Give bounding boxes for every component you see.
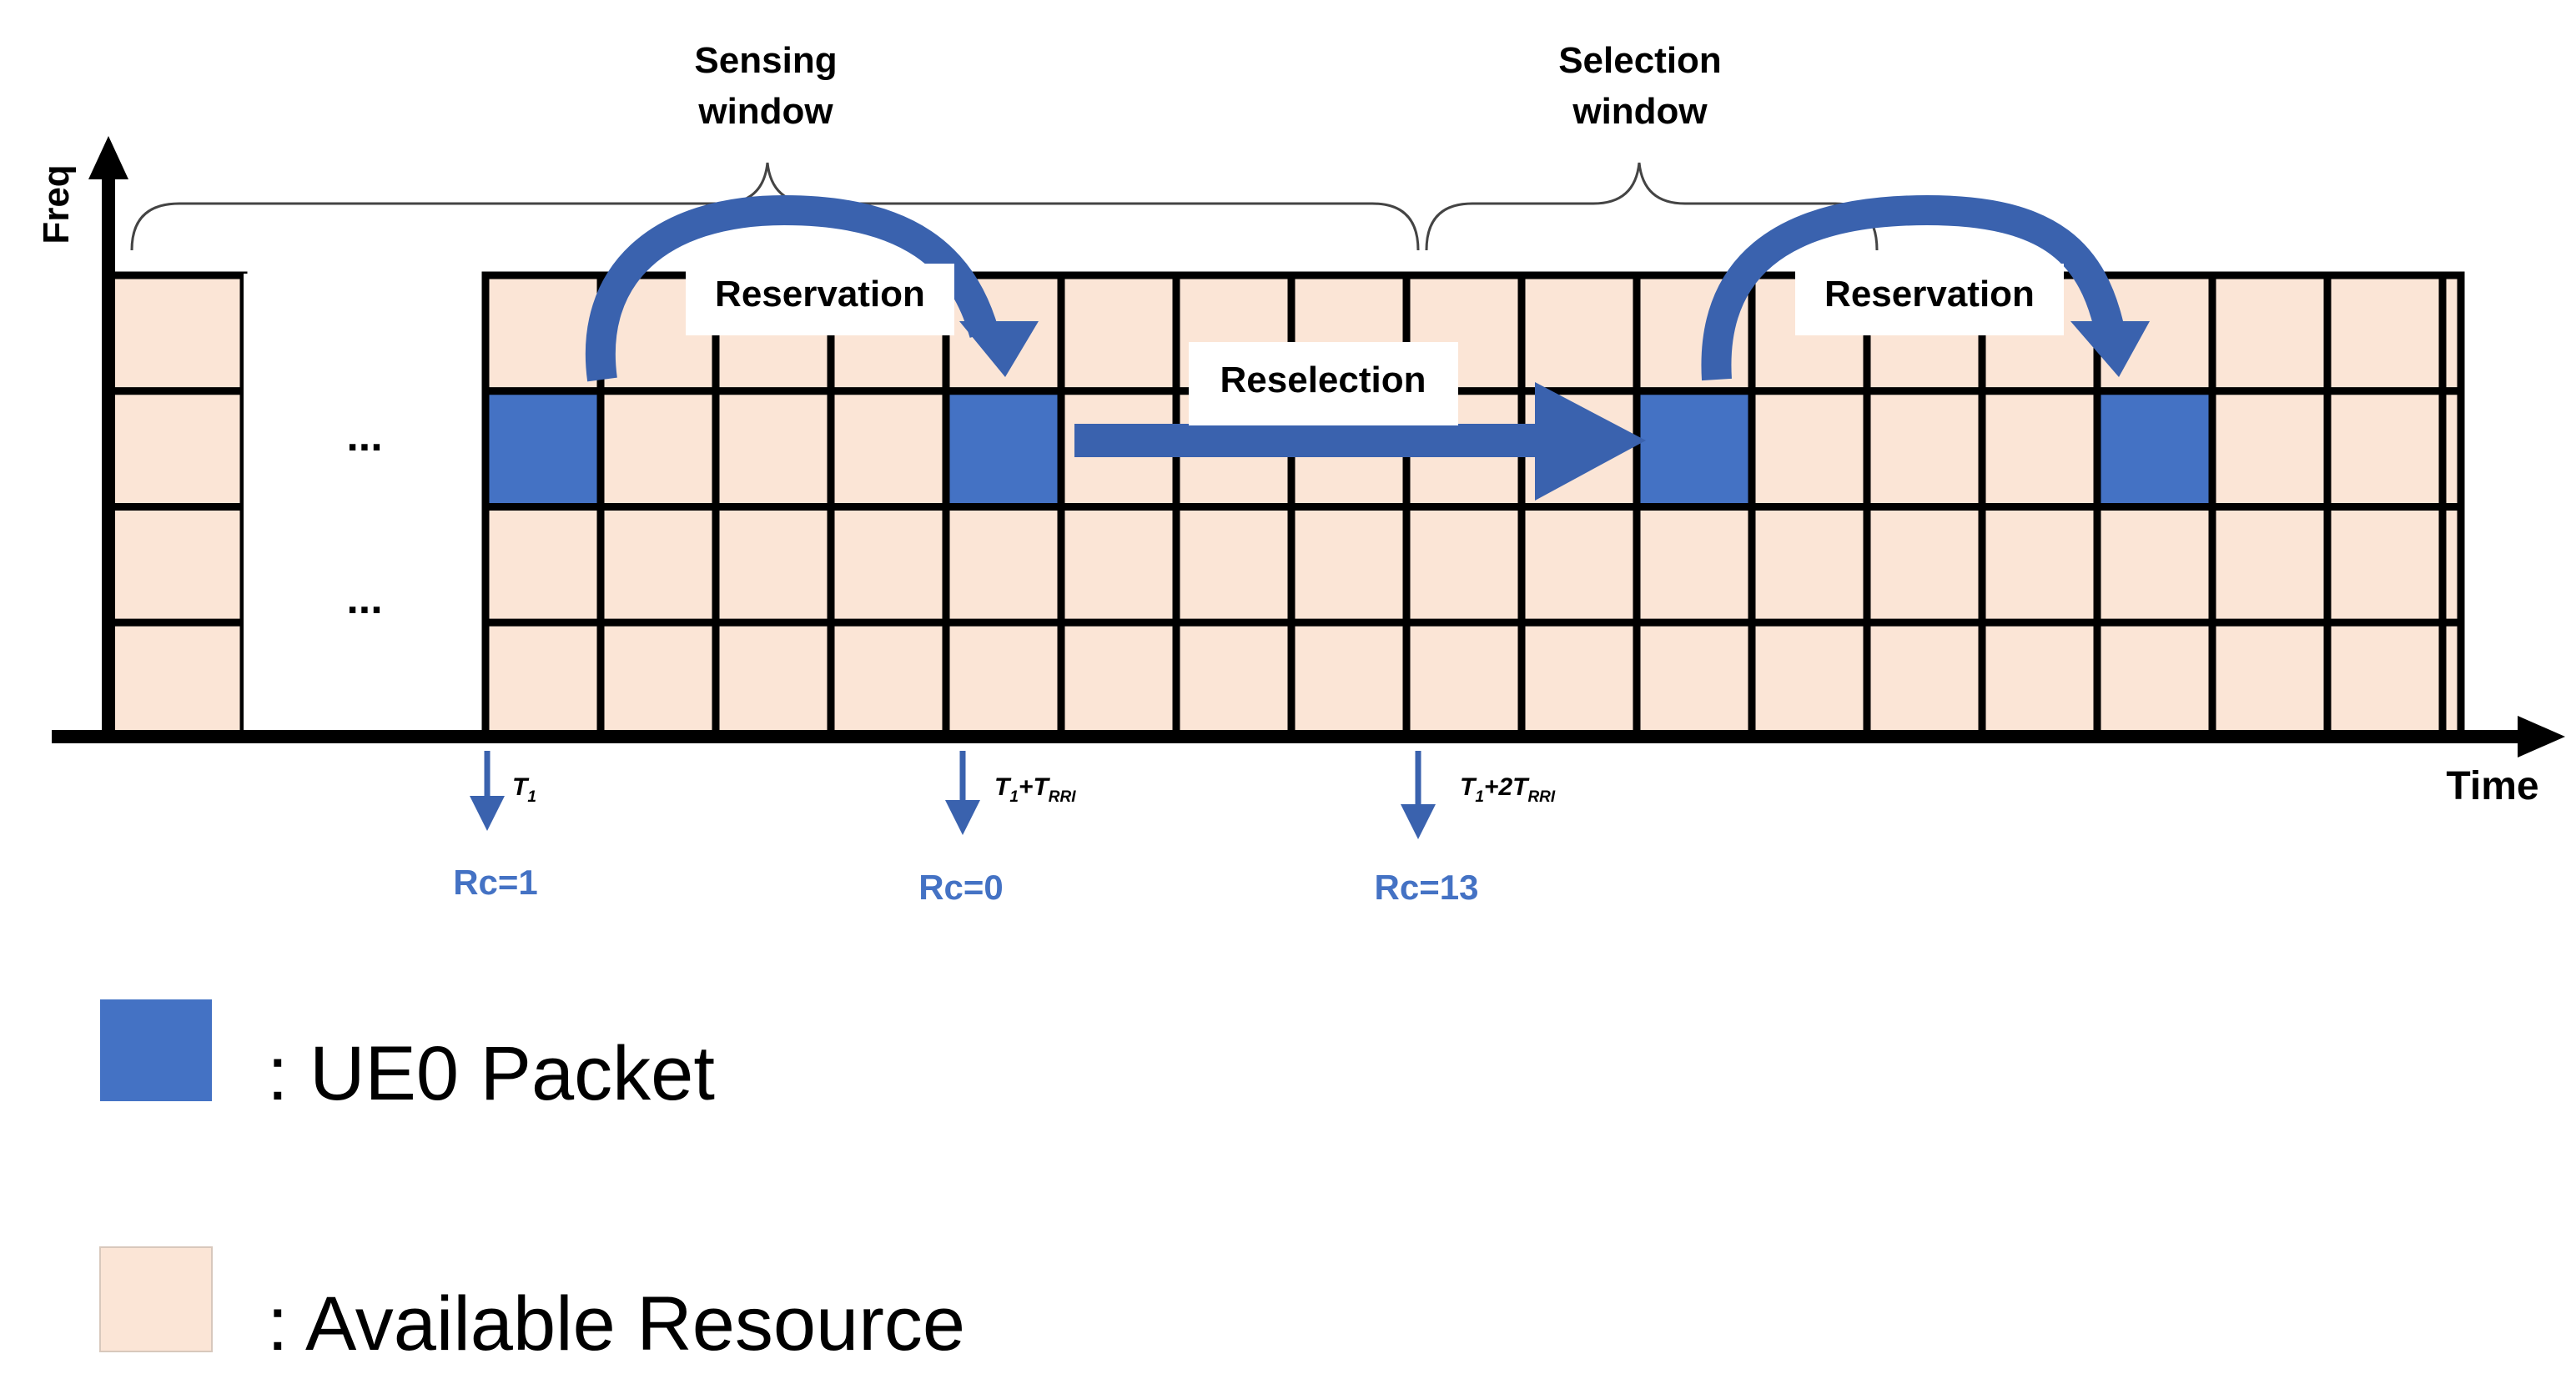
resource-cell [1748, 618, 1871, 742]
legend-ue0-text: : UE0 Packet [267, 1031, 715, 1116]
resource-cell [104, 503, 248, 627]
reservation-1-label-bg [686, 264, 954, 335]
resource-cell [2208, 387, 2332, 511]
ue0-packet-cell [942, 387, 1065, 511]
resource-cell [104, 618, 248, 742]
marker-t1-label: T1 [512, 773, 536, 806]
y-axis-label: Freq [36, 164, 77, 244]
marker-t1-trri: T1+TRRI Rc=0 [918, 751, 1076, 907]
resource-cell [1287, 618, 1411, 742]
resource-cell [1057, 618, 1180, 742]
marker-t1-2trri-rc: Rc=13 [1375, 868, 1479, 907]
resource-cell [596, 503, 720, 627]
reservation-arrow-2-head [2070, 321, 2150, 377]
resource-cell [1978, 387, 2101, 511]
reservation-arrow-2 [1701, 194, 2126, 381]
resource-cell [1863, 503, 1986, 627]
resource-cell [1517, 618, 1641, 742]
marker-t1-rc: Rc=1 [453, 863, 538, 902]
resource-cell [2208, 503, 2332, 627]
marker-t1-trri-label: T1+TRRI [994, 773, 1076, 806]
resource-cell [104, 271, 248, 395]
reservation-2-label-bg [1795, 264, 2064, 335]
resource-cell [712, 618, 835, 742]
reservation-1-label: Reservation [715, 274, 925, 315]
reservation-arrow-1-head [959, 321, 1039, 377]
resource-cell [2323, 387, 2447, 511]
resource-cell [1402, 503, 1526, 627]
marker-t1-2trri: T1+2TRRI Rc=13 [1375, 751, 1556, 907]
resource-cell [596, 618, 720, 742]
resource-cell [596, 387, 720, 511]
legend-ue0-swatch [100, 999, 212, 1101]
reselection-label-bg [1189, 342, 1458, 425]
resource-cell [942, 503, 1065, 627]
resource-cell [827, 503, 950, 627]
resource-cell [1863, 387, 1986, 511]
gap-ellipsis-bottom: ... [346, 575, 382, 623]
resource-cell [712, 503, 835, 627]
reselection-label: Reselection [1220, 360, 1426, 400]
y-axis-arrowhead [88, 136, 128, 179]
resource-cell [827, 387, 950, 511]
resource-cell [942, 618, 1065, 742]
resource-cell [104, 387, 248, 511]
marker-t1-trri-rc: Rc=0 [918, 868, 1004, 907]
sensing-window-brace [130, 162, 1420, 251]
resource-cell [1172, 618, 1296, 742]
resource-cell [481, 271, 605, 395]
resource-cell [2438, 387, 2465, 511]
ue0-packet-cell [1633, 387, 1756, 511]
resource-cell [1057, 503, 1180, 627]
resource-cell [1633, 503, 1756, 627]
resource-cell [1978, 503, 2101, 627]
resource-cell [1633, 618, 1756, 742]
x-axis-label: Time [2446, 764, 2538, 808]
ue0-packet-cell [2093, 387, 2216, 511]
resource-cell [2438, 618, 2465, 742]
resource-cell [2208, 271, 2332, 395]
resource-cell [712, 387, 835, 511]
resource-cell [1057, 271, 1180, 395]
resource-cell [2093, 503, 2216, 627]
resource-cell [1748, 387, 1871, 511]
resource-cell [1402, 618, 1526, 742]
resource-cell [2323, 618, 2447, 742]
resource-cell [2093, 618, 2216, 742]
gap-ellipsis-top: ... [346, 412, 382, 461]
resource-cell [481, 503, 605, 627]
sensing-window-label-line2: window [697, 91, 833, 132]
resource-cell [1863, 618, 1986, 742]
resource-cell [481, 618, 605, 742]
legend-available-text: : Available Resource [267, 1281, 965, 1366]
resource-cell [1748, 503, 1871, 627]
resource-cell [1172, 503, 1296, 627]
resource-cell [1517, 503, 1641, 627]
resource-cell [2438, 503, 2465, 627]
resource-cell [827, 618, 950, 742]
resource-cell [1287, 503, 1411, 627]
selection-window-label-line2: window [1572, 91, 1708, 132]
gap-block [244, 274, 486, 741]
resource-cell [1517, 271, 1641, 395]
resource-cell [2323, 271, 2447, 395]
x-axis-arrowhead [2518, 716, 2565, 757]
reservation-2-label: Reservation [1824, 274, 2035, 315]
ue0-packet-cell [481, 387, 605, 511]
marker-t1: T1 Rc=1 [453, 751, 538, 902]
legend-available-swatch [99, 1246, 213, 1352]
reselection-arrow-head [1535, 382, 1646, 501]
resource-cell [1978, 618, 2101, 742]
reselection-arrow-shaft [1074, 424, 1558, 457]
selection-window-label-line1: Selection [1558, 40, 1722, 81]
resource-cell [2208, 618, 2332, 742]
resource-cell [2438, 271, 2465, 395]
marker-t1-2trri-label: T1+2TRRI [1460, 773, 1556, 806]
resource-cell [2323, 503, 2447, 627]
sensing-window-label-line1: Sensing [694, 40, 837, 81]
